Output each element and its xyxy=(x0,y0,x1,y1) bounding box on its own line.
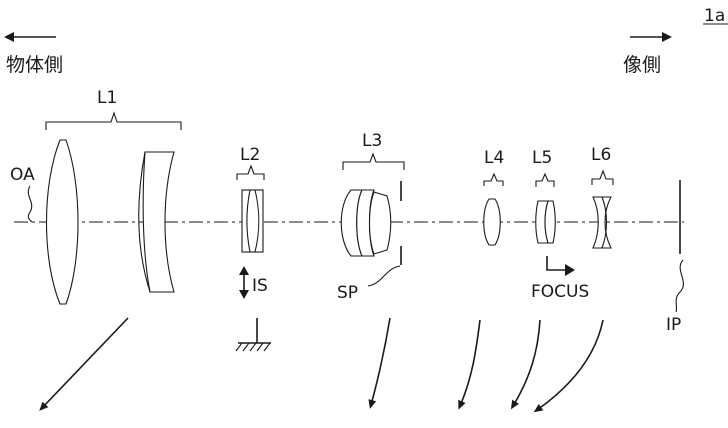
lens-group-label-l5: L5 xyxy=(532,148,552,168)
image-plane-leader xyxy=(675,259,684,313)
is-arrow-up xyxy=(239,266,249,275)
lens-l1-biconvex xyxy=(45,139,79,305)
lens-l6 xyxy=(592,196,612,249)
lens-group-label-l1: L1 xyxy=(97,88,117,108)
movement-arrow-l4 xyxy=(458,319,481,410)
focus-arrow-head xyxy=(565,264,575,276)
lens-group-label-l6: L6 xyxy=(591,145,611,165)
lens-l3-element-3 xyxy=(369,191,392,255)
lens-l1-meniscus xyxy=(142,151,175,293)
is-arrow-down xyxy=(239,290,249,299)
lens-l2-element-a xyxy=(246,189,251,253)
movement-arrow-l1 xyxy=(39,317,129,411)
focus-label: FOCUS xyxy=(531,282,589,302)
lens-l5-element-2 xyxy=(544,200,556,244)
aperture-stop-leader xyxy=(367,265,401,287)
figure-id: 1a xyxy=(704,6,725,26)
lens-l2-cemented xyxy=(241,189,264,253)
movement-arrow-l6 xyxy=(533,319,604,413)
lens-group-bracket-l6 xyxy=(591,169,614,185)
image-side-label: 像側 xyxy=(623,54,661,76)
lens-group-bracket-l4 xyxy=(483,172,504,186)
movement-arrow-l3 xyxy=(368,317,391,409)
lens-group-label-l2: L2 xyxy=(240,145,260,165)
lens-group-bracket-l2 xyxy=(236,164,265,180)
focus-arrow-path xyxy=(546,256,566,271)
aperture-stop-label: SP xyxy=(337,283,358,303)
lens-group-bracket-l3 xyxy=(342,152,405,170)
object-side-arrowhead xyxy=(4,32,14,42)
optical-axis-leader xyxy=(27,185,33,223)
lens-l1-inner-curve xyxy=(138,151,151,293)
image-plane-label: IP xyxy=(666,315,681,335)
lens-l2-element-b xyxy=(254,189,260,253)
lens-group-bracket-l1 xyxy=(45,111,182,130)
lens-group-label-l3: L3 xyxy=(362,131,382,151)
object-side-label: 物体側 xyxy=(6,54,63,76)
image-side-arrowhead xyxy=(662,32,672,42)
lens-l4 xyxy=(483,198,501,246)
is-label: IS xyxy=(252,276,268,296)
optical-axis-label: OA xyxy=(10,165,35,185)
lens-l6-inner-curve xyxy=(601,196,608,249)
lens-group-bracket-l5 xyxy=(535,172,555,187)
ground-hatch xyxy=(235,342,271,352)
movement-arrow-l5 xyxy=(510,319,541,410)
lens-group-label-l4: L4 xyxy=(484,148,504,168)
